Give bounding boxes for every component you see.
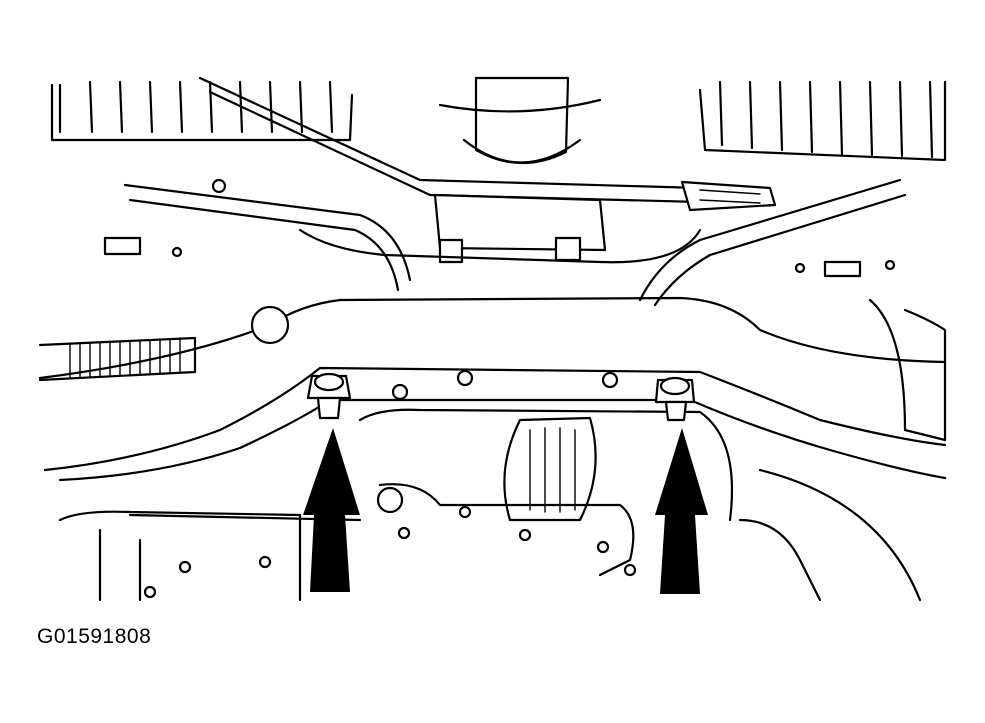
upper-mount-bracket	[298, 193, 702, 264]
up-arrow-icon	[655, 428, 708, 594]
stabilizer-rod	[198, 76, 777, 212]
shock-absorber	[438, 76, 602, 165]
oil-pan	[58, 468, 922, 602]
right-mount-bolt	[654, 376, 696, 422]
left-mount-bolt	[306, 372, 352, 420]
right-suspension	[868, 298, 947, 442]
steering-rack	[38, 305, 290, 382]
upper-body-panel	[50, 80, 947, 162]
up-arrow-icon	[303, 428, 360, 592]
crossmember	[38, 296, 947, 482]
transmission-housing	[358, 408, 734, 577]
figure-id-label: G01591808	[37, 625, 152, 648]
